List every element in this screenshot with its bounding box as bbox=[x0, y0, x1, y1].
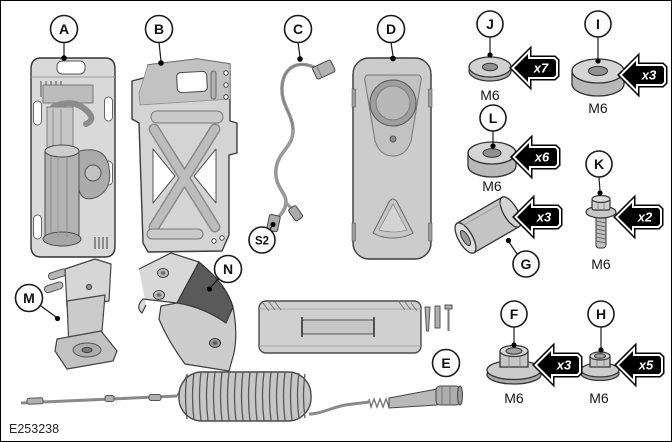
callout-f: F bbox=[500, 300, 528, 328]
fastener-i-spacer-washer bbox=[571, 58, 625, 97]
part-a-winch-carrier bbox=[30, 57, 116, 258]
fastener-j-flat-washer bbox=[468, 56, 512, 82]
callout-letter-d: D bbox=[386, 21, 396, 37]
qty-label: x3 bbox=[536, 210, 552, 225]
cable-connector-branch bbox=[288, 205, 304, 222]
callout-d: D bbox=[376, 14, 406, 44]
qty-badge-l: x6 bbox=[515, 143, 557, 171]
qty-badge-f: x3 bbox=[537, 351, 579, 379]
qty-label: x6 bbox=[534, 150, 550, 165]
qty-badge-h: x5 bbox=[619, 351, 661, 379]
callout-j: J bbox=[476, 10, 504, 38]
size-label-j: M6 bbox=[480, 87, 500, 103]
size-label-f: M6 bbox=[504, 390, 524, 406]
figure-code: E253238 bbox=[9, 422, 59, 436]
qty-badge-j: x7 bbox=[514, 54, 556, 82]
part-c-wiring-cable bbox=[266, 59, 336, 233]
size-label-h: M6 bbox=[589, 390, 609, 406]
fastener-h-flange-nut bbox=[580, 351, 620, 382]
qty-badge-k: x2 bbox=[618, 203, 660, 231]
coil-ridges bbox=[184, 372, 306, 421]
callout-letter-a: A bbox=[59, 21, 69, 37]
qty-label: x2 bbox=[637, 210, 653, 225]
qty-label: x3 bbox=[556, 358, 572, 373]
part-e-sleeve bbox=[258, 300, 453, 354]
callout-letter-n: N bbox=[223, 261, 233, 277]
callout-letter-c: C bbox=[293, 21, 303, 37]
callout-letter-b: B bbox=[154, 21, 164, 37]
cable-connector-top bbox=[312, 59, 336, 80]
part-coiled-cable bbox=[20, 371, 463, 422]
callout-letter-j: J bbox=[486, 16, 494, 32]
callout-letter-l: L bbox=[489, 110, 498, 126]
callout-k: K bbox=[585, 150, 613, 178]
callout-b: B bbox=[144, 14, 174, 44]
callout-letter-s2: S2 bbox=[255, 236, 269, 248]
size-label-k: M6 bbox=[591, 256, 611, 272]
qty-badge-i: x3 bbox=[622, 61, 664, 89]
callout-l: L bbox=[479, 104, 507, 132]
callout-letter-m: M bbox=[23, 290, 35, 306]
callout-s2: S2 bbox=[248, 226, 276, 254]
callout-g: G bbox=[512, 250, 540, 278]
callout-letter-h: H bbox=[596, 306, 606, 322]
callout-n: N bbox=[213, 254, 243, 284]
fastener-f-flange-nut bbox=[486, 344, 542, 385]
part-n-bracket bbox=[138, 252, 237, 372]
callout-a: A bbox=[49, 14, 79, 44]
callout-letter-g: G bbox=[521, 256, 532, 272]
size-label-l: M6 bbox=[482, 178, 502, 194]
callout-e: E bbox=[431, 348, 461, 378]
callout-m: M bbox=[14, 283, 44, 313]
callout-letter-f: F bbox=[510, 306, 519, 322]
qty-badge-g: x3 bbox=[517, 203, 559, 231]
part-d-cover bbox=[351, 57, 433, 260]
sleeve-pins bbox=[424, 304, 453, 332]
qty-label: x3 bbox=[641, 68, 657, 83]
size-label-i: M6 bbox=[588, 100, 608, 116]
callout-letter-i: I bbox=[596, 16, 600, 32]
callout-letter-k: K bbox=[594, 156, 604, 172]
callout-leaders bbox=[40, 37, 604, 353]
callout-letter-e: E bbox=[441, 355, 450, 371]
callout-i: I bbox=[584, 10, 612, 38]
qty-label: x7 bbox=[533, 61, 549, 76]
callout-h: H bbox=[587, 300, 615, 328]
fastener-g-bushing bbox=[454, 196, 522, 254]
fastener-k-flange-bolt bbox=[585, 194, 617, 249]
part-b-bracket-plate bbox=[131, 58, 238, 253]
qty-label: x5 bbox=[638, 358, 654, 373]
fastener-l-spacer-washer bbox=[467, 141, 517, 178]
part-m-bracket bbox=[43, 258, 118, 370]
callout-c: C bbox=[283, 14, 313, 44]
